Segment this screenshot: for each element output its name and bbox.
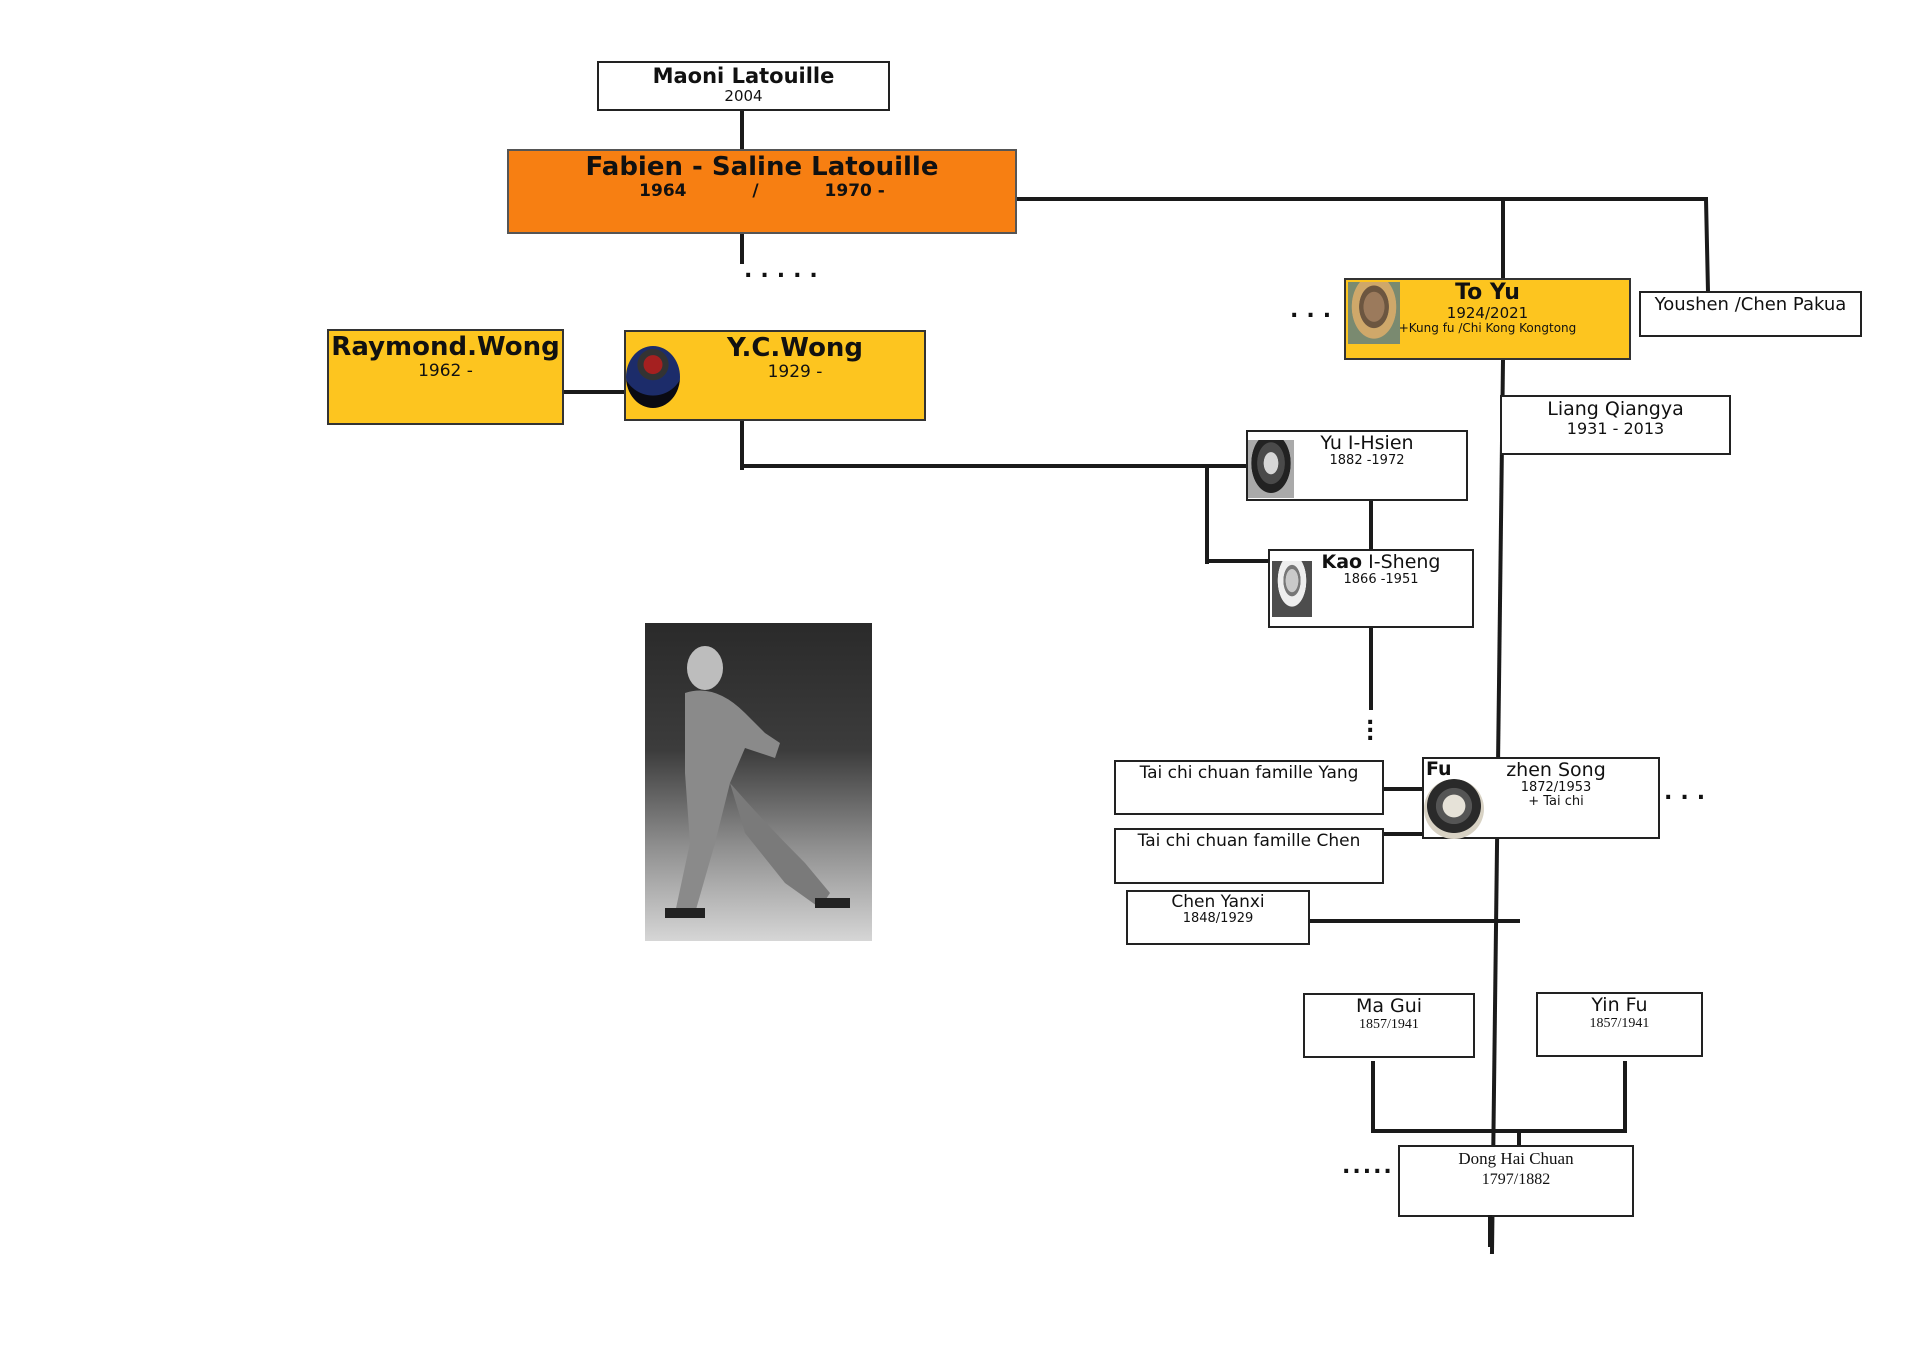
node-name: Dong Hai Chuan <box>1458 1149 1574 1168</box>
node-extra: + Tai chi <box>1528 794 1584 810</box>
node-name: Y.C.Wong <box>726 333 864 363</box>
date-sep: / <box>752 180 759 201</box>
node-name: To Yu <box>1455 280 1520 305</box>
node-tai-chi-famille-chen: Tai chi chuan famille Chen <box>1114 828 1384 884</box>
node-dates: 1797/1882 <box>1481 1170 1551 1188</box>
node-dates: 1872/1953 <box>1520 779 1592 795</box>
node-dates: 1964 / 1970 - <box>509 180 1015 201</box>
ellipsis-left-dong: ..... <box>1342 1154 1394 1179</box>
master-stance-photo <box>645 623 872 941</box>
node-yin-fu: Yin Fu 1857/1941 <box>1536 992 1703 1057</box>
node-ma-gui: Ma Gui 1857/1941 <box>1303 993 1475 1058</box>
date-a: 1964 <box>639 180 687 201</box>
name-rest: I-Sheng <box>1362 551 1441 573</box>
node-name: Liang Qiangya <box>1547 398 1684 420</box>
node-tai-chi-famille-yang: Tai chi chuan famille Yang <box>1114 760 1384 815</box>
node-dates: 1929 - <box>767 361 823 382</box>
node-dates: 1848/1929 <box>1182 910 1254 926</box>
node-yu-i-hsien: Yu I-Hsien 1882 -1972 <box>1246 430 1468 501</box>
node-name: Yin Fu <box>1591 994 1648 1016</box>
node-dong-hai-chuan: Dong Hai Chuan 1797/1882 <box>1398 1145 1634 1217</box>
node-dates: 1882 -1972 <box>1329 452 1405 468</box>
node-maoni-latouille: Maoni Latouille 2004 <box>597 61 890 111</box>
node-name: zhen Song <box>1506 759 1606 781</box>
node-name: Raymond.Wong <box>331 332 560 362</box>
node-dates: 1962 - <box>418 360 473 381</box>
node-to-yu: To Yu 1924/2021 +Kung fu /Chi Kong Kongt… <box>1344 278 1631 360</box>
fu-zhen-song-portrait <box>1424 779 1484 839</box>
ellipsis-right-fu: ... <box>1664 780 1714 805</box>
node-name: Tai chi chuan famille Chen <box>1137 831 1361 851</box>
node-dates: 1931 - 2013 <box>1566 418 1665 438</box>
node-kao-i-sheng: Kao I-Sheng 1866 -1951 <box>1268 549 1474 628</box>
node-name: Youshen /Chen Pakua <box>1654 294 1847 315</box>
date-b: 1970 - <box>824 180 885 201</box>
node-chen-yanxi: Chen Yanxi 1848/1929 <box>1126 890 1310 945</box>
connector-dong-down <box>1488 1215 1492 1247</box>
node-name: Tai chi chuan famille Yang <box>1139 763 1359 783</box>
node-dates: 1866 -1951 <box>1343 571 1419 587</box>
y-c-wong-portrait <box>626 346 680 408</box>
node-name: Fabien - Saline Latouille <box>585 152 939 182</box>
connector-youshen <box>1703 196 1711 295</box>
kao-i-sheng-portrait <box>1272 561 1312 617</box>
node-name: Chen Yanxi <box>1171 892 1265 912</box>
node-name: Maoni Latouille <box>652 64 835 88</box>
node-dates: 1857/1941 <box>1359 1016 1419 1032</box>
node-raymond-wong: Raymond.Wong 1962 - <box>327 329 564 425</box>
node-name: Yu I-Hsien <box>1320 432 1414 454</box>
node-name: Ma Gui <box>1355 995 1423 1017</box>
yu-i-hsien-portrait <box>1248 440 1294 498</box>
node-dates: 2004 <box>724 87 763 106</box>
node-fabien-saline-latouille: Fabien - Saline Latouille 1964 / 1970 - <box>507 149 1017 234</box>
ellipsis-below-kao: ... <box>1366 705 1375 746</box>
node-extra: +Kung fu /Chi Kong Kongtong <box>1398 320 1577 335</box>
node-dates: 1857/1941 <box>1589 1015 1650 1031</box>
node-y-c-wong: Y.C.Wong 1929 - <box>624 330 926 421</box>
node-youshen-chen-pakua: Youshen /Chen Pakua <box>1639 291 1862 337</box>
ellipsis-below-fabien: ..... <box>744 258 826 283</box>
name-prefix: Fu <box>1426 758 1452 780</box>
node-name: Kao I-Sheng <box>1290 552 1472 573</box>
ellipsis-left-to-yu: ... <box>1290 298 1340 323</box>
master-figure <box>665 646 850 918</box>
name-bold: Kao <box>1321 551 1363 573</box>
to-yu-portrait <box>1348 282 1400 344</box>
node-dates: 1924/2021 <box>1446 304 1529 323</box>
node-fu-zhen-song: Fu zhen Song 1872/1953 + Tai chi <box>1422 757 1660 839</box>
node-liang-qiangya: Liang Qiangya 1931 - 2013 <box>1500 395 1731 455</box>
